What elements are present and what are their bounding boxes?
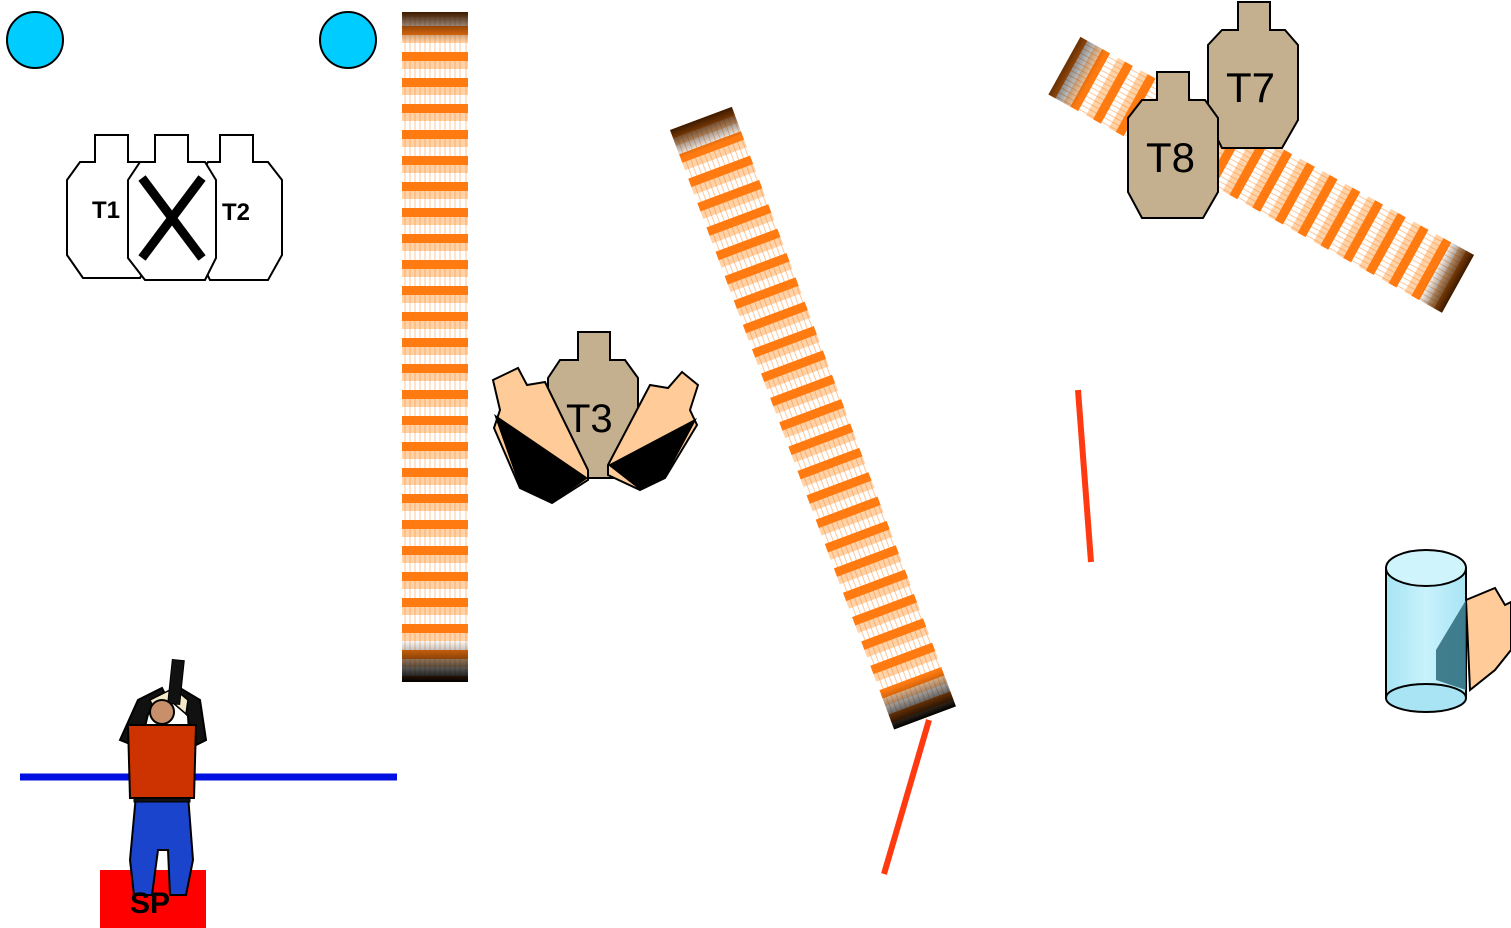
shooter-figure — [120, 659, 206, 895]
wall-diagonal-middle — [670, 107, 956, 730]
target-group-t1-t2: T1 T2 — [67, 135, 282, 280]
barrel-group — [1386, 550, 1511, 712]
target-label-t8: T8 — [1146, 134, 1195, 181]
barrel-top — [1386, 550, 1466, 586]
target-group-t3: T3 — [493, 332, 698, 503]
wall-vertical — [402, 12, 468, 682]
target-label-t3: T3 — [566, 397, 613, 441]
fault-line-red-1 — [884, 720, 929, 874]
steel-popper-2 — [320, 12, 376, 68]
fault-line-red-2 — [1078, 390, 1091, 562]
target-label-t1: T1 — [92, 197, 120, 224]
target-label-t7: T7 — [1226, 64, 1275, 111]
steel-popper-1 — [7, 12, 63, 68]
start-position-label: SP — [130, 887, 170, 920]
target-label-t2: T2 — [222, 199, 250, 226]
no-shoot-behind-barrel — [1466, 588, 1511, 690]
no-shoot-target — [128, 135, 216, 280]
barrel-bottom — [1386, 684, 1466, 712]
